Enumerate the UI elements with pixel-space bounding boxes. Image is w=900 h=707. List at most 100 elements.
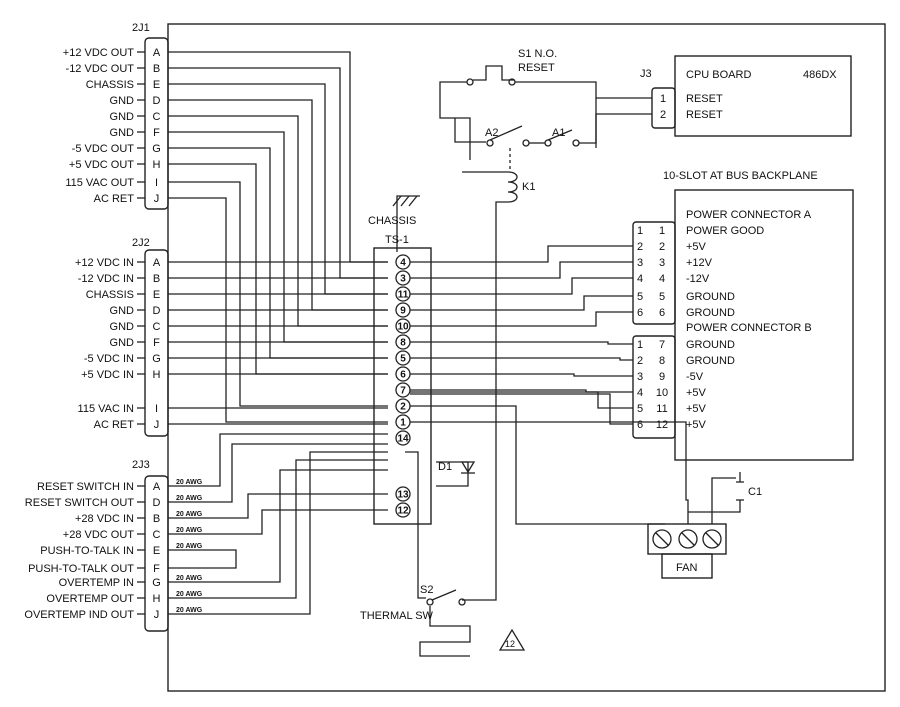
j1-row-label: GND (110, 111, 135, 123)
s1-sublabel: RESET (518, 62, 555, 74)
j1-pin-letter: A (153, 47, 161, 59)
ts1-terminal-number: 6 (400, 370, 406, 381)
ts1-label: TS-1 (385, 234, 409, 246)
ts1-terminal-circle (395, 502, 411, 518)
backplane-pin: 3 (659, 257, 665, 269)
j3-row-label: PUSH-TO-TALK OUT (28, 563, 134, 575)
backplane-connector-a-label: POWER CONNECTOR A (686, 209, 812, 221)
backplane-pin: 1 (659, 225, 665, 237)
note-triangle (498, 628, 526, 651)
j1-pin-letter: E (153, 79, 160, 91)
backplane-ext-pin: 5 (637, 291, 643, 303)
j1-pin-letter: D (153, 95, 161, 107)
backplane-signal-label: +5V (686, 387, 707, 399)
fan-label: FAN (676, 562, 697, 574)
backplane-signal-label: -5V (686, 371, 704, 383)
backplane-connector-a (632, 221, 676, 325)
c1-capacitor (688, 472, 744, 524)
j3-connector-body (144, 475, 169, 632)
j3-pin-letter: A (153, 481, 161, 493)
j1-row-label: GND (110, 95, 135, 107)
cpu-pin-number: 1 (660, 93, 666, 105)
backplane-signal-label: GROUND (686, 355, 735, 367)
j1-pin-letter: B (153, 63, 160, 75)
j3-pin-letter: J (154, 609, 160, 621)
j2-row-label: GND (110, 305, 135, 317)
backplane-pin: 11 (656, 403, 667, 415)
j2-pin-letter: E (153, 289, 160, 301)
backplane-pin: 8 (659, 355, 665, 367)
j3-pin-letter: G (152, 577, 161, 589)
ts1-terminal-number: 5 (400, 354, 406, 365)
backplane-pin: 4 (659, 273, 665, 285)
cpu-title: CPU BOARD (686, 69, 751, 81)
j1-pin-letter: H (153, 159, 161, 171)
j1-row-label: CHASSIS (86, 79, 134, 91)
ts1-terminal-circle (395, 430, 411, 446)
ts1-terminal-number: 2 (400, 402, 406, 413)
j2-pin-letter: I (155, 403, 158, 415)
backplane-pin: 12 (656, 419, 668, 431)
s1-label: S1 N.O. (518, 48, 557, 60)
ts1-terminal-number: 7 (400, 386, 406, 397)
j3-awg-tag: 20 AWG (176, 591, 203, 598)
j3-pin-letter: C (153, 529, 161, 541)
j3-row-label: OVERTEMP IND OUT (24, 609, 134, 621)
backplane-signal-label: GROUND (686, 307, 735, 319)
j3-pin-letter: E (153, 545, 160, 557)
k1-relay-contacts (454, 113, 652, 601)
note-number: 12 (505, 639, 515, 649)
backplane-ext-pin: 2 (637, 241, 643, 253)
j3-awg-tag: 20 AWG (176, 511, 203, 518)
j1-connector-body (144, 37, 169, 210)
j3-row-label: +28 VDC OUT (63, 529, 134, 541)
j2-row-label: +5 VDC IN (81, 369, 134, 381)
j2-row-label: -5 VDC IN (84, 353, 134, 365)
backplane-ext-pin: 1 (637, 225, 643, 237)
j2-harness-wires (168, 261, 388, 425)
j3-awg-tag: 20 AWG (176, 543, 203, 550)
j3-pin-letter: F (153, 563, 160, 575)
cpu-pin-number: 2 (660, 109, 666, 121)
j3-title: 2J3 (132, 459, 150, 471)
j2-row-label: GND (110, 321, 135, 333)
backplane-title: 10-SLOT AT BUS BACKPLANE (663, 170, 818, 182)
j1-row-label: -12 VDC OUT (66, 63, 135, 75)
j3-row-label: +28 VDC IN (75, 513, 134, 525)
relay-a2-label: A2 (485, 127, 498, 139)
cpu-connector-label: J3 (640, 68, 652, 80)
ts1-body (373, 247, 432, 525)
backplane-signal-label: +5V (686, 419, 707, 431)
j3-awg-tag: 20 AWG (176, 527, 203, 534)
fan-terminal-block (647, 523, 727, 555)
j2-pin-letter: G (152, 353, 161, 365)
j1-pin-letter: G (152, 143, 161, 155)
backplane-ext-pin: 6 (637, 419, 643, 431)
ts1-terminal-number: 3 (400, 274, 406, 285)
j3-row-label: RESET SWITCH OUT (25, 497, 134, 509)
relay-k1-label: K1 (522, 181, 535, 193)
j2-pin-letter: A (153, 257, 161, 269)
backplane-pin: 7 (659, 339, 665, 351)
chassis-ground (392, 195, 420, 252)
j1-row-label: -5 VDC OUT (72, 143, 135, 155)
j3-row-label: OVERTEMP OUT (46, 593, 134, 605)
j3-row-label: OVERTEMP IN (59, 577, 134, 589)
d1-diode (436, 461, 476, 487)
ts1-terminal-number: 14 (397, 434, 409, 445)
j3-row-label: PUSH-TO-TALK IN (40, 545, 134, 557)
backplane-pin: 5 (659, 291, 665, 303)
ts1-terminal-number: 8 (400, 338, 406, 349)
j3-pin-letter: D (153, 497, 161, 509)
j2-row-label: 115 VAC IN (78, 403, 135, 415)
backplane-pin: 2 (659, 241, 665, 253)
backplane-ext-pin: 1 (637, 339, 643, 351)
j2-connector-body (144, 249, 169, 437)
j3-awg-tag: 20 AWG (176, 575, 203, 582)
j2-row-label: AC RET (94, 419, 135, 431)
cpu-pin-label: RESET (686, 93, 723, 105)
j2-pin-letter: D (153, 305, 161, 317)
backplane-signal-label: GROUND (686, 339, 735, 351)
fan-terminals (652, 529, 722, 549)
